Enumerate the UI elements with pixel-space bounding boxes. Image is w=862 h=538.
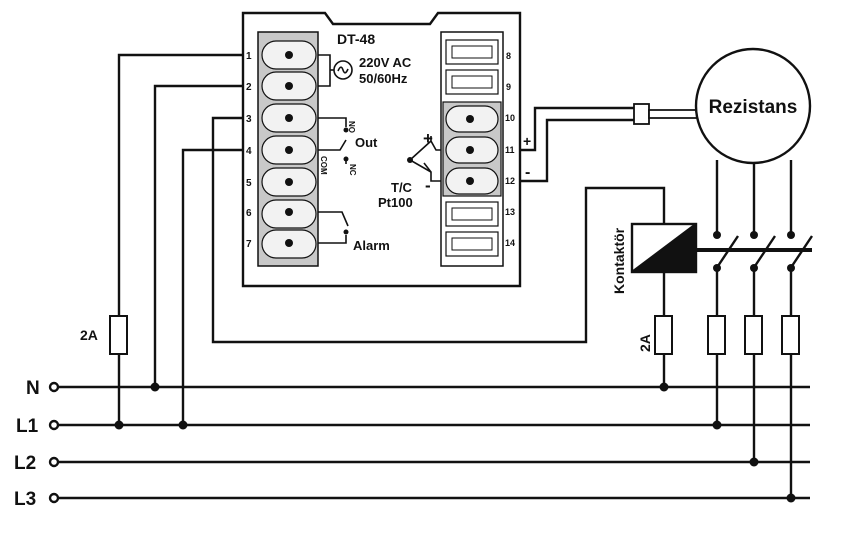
contactor-label: Kontaktör: [611, 227, 627, 294]
controller-model: DT-48: [337, 31, 375, 47]
sensor-type-line2: Pt100: [378, 195, 413, 210]
sensor-plus-sign: +: [423, 129, 433, 148]
line-labels: N L1 L2 L3: [14, 378, 40, 510]
svg-text:6: 6: [246, 208, 252, 219]
contactor-coil-feed: [211, 116, 666, 344]
supply-frequency: 50/60Hz: [359, 71, 408, 86]
svg-text:7: 7: [246, 239, 252, 250]
svg-text:1: 1: [246, 51, 252, 62]
svg-text:2: 2: [246, 82, 252, 93]
coil-fuse-label: 2A: [637, 334, 653, 352]
right-terminal-numbers: 8 9 10 11 12 13 14: [505, 51, 515, 248]
sensor-minus-sign: -: [425, 176, 431, 195]
svg-text:5: 5: [246, 178, 252, 189]
svg-text:L2: L2: [14, 453, 36, 474]
junction-dots: [114, 382, 796, 503]
alarm-relay-wire-7: [318, 235, 347, 244]
control-fuse: [109, 315, 128, 355]
wire-terminal-4-to-l1: [181, 148, 243, 425]
svg-text:3: 3: [246, 114, 252, 125]
controller-housing: [241, 11, 522, 288]
svg-text:9: 9: [506, 82, 511, 92]
coil-fuse: [654, 315, 673, 355]
alarm-label: Alarm: [353, 238, 390, 253]
heater-label: Rezistans: [709, 97, 798, 118]
probe-wire-minus: [520, 118, 634, 183]
phase-fuses: [707, 315, 800, 355]
wire-terminal-2-to-n: [153, 84, 243, 387]
out-nc-label: NC: [348, 164, 357, 176]
right-empty-slots: [445, 39, 499, 257]
control-fuse-label: 2A: [80, 327, 98, 343]
temperature-probe-head: [633, 103, 650, 125]
supply-voltage: 220V AC: [359, 55, 412, 70]
alarm-relay-wire-6: [318, 211, 349, 227]
probe-minus-label: -: [525, 164, 530, 181]
svg-text:8: 8: [506, 51, 511, 61]
svg-text:13: 13: [505, 207, 515, 217]
line-terminals: [48, 381, 60, 504]
svg-text:L3: L3: [14, 489, 36, 510]
sensor-wire-plus: [430, 136, 441, 151]
left-terminal-numbers: 1 2 3 4 5 6 7: [246, 51, 252, 250]
ac-wave: [337, 66, 349, 74]
temperature-probe-stem: [648, 109, 704, 119]
svg-text:12: 12: [505, 176, 515, 186]
sensor-screw-terminals: [445, 105, 499, 195]
out-relay-wire-no: [318, 117, 347, 127]
svg-text:11: 11: [505, 145, 515, 155]
svg-text:4: 4: [246, 146, 252, 157]
svg-text:10: 10: [505, 113, 515, 123]
svg-text:N: N: [26, 378, 40, 399]
out-label: Out: [355, 135, 378, 150]
svg-text:14: 14: [505, 238, 515, 248]
sensor-wire-minus: [423, 162, 441, 182]
contactor-contact-stems: [715, 268, 793, 316]
out-no-label: NO: [347, 121, 356, 133]
probe-wire-plus: [520, 106, 634, 152]
out-com-label: COM: [319, 156, 328, 175]
svg-text:L1: L1: [16, 416, 39, 437]
contactor-coil-diagonal: [631, 223, 697, 273]
out-relay-wire-com: [318, 139, 347, 151]
supply-internal-wire: [318, 54, 331, 87]
probe-plus-label: +: [523, 133, 531, 149]
left-screw-terminals: [261, 40, 317, 259]
wire-terminal-1-to-l1: [117, 53, 243, 316]
sensor-type-line1: T/C: [391, 180, 413, 195]
